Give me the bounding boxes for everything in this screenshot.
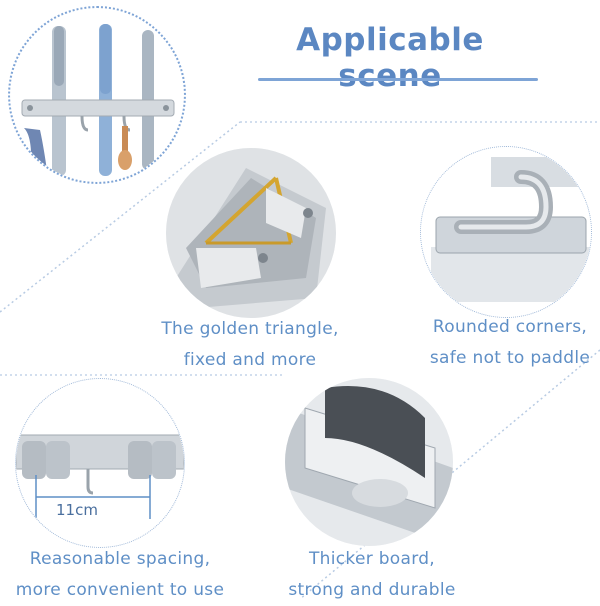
title-underline xyxy=(258,78,538,81)
caption-corners-line2: safe not to paddle xyxy=(429,348,591,368)
caption-thicker-board: Thicker board, strong and durable xyxy=(252,544,492,606)
caption-golden-triangle: The golden triangle, fixed and more xyxy=(130,314,370,376)
caption-spacing-line2: more convenient to use xyxy=(15,580,225,600)
caption-reasonable-spacing: Reasonable spacing, more convenient to u… xyxy=(0,544,240,606)
caption-board-line1: Thicker board, xyxy=(308,549,435,569)
detail-photo-thick-board xyxy=(285,378,453,546)
page-title: Applicable scene xyxy=(296,22,484,94)
caption-spacing-line1: Reasonable spacing, xyxy=(29,549,211,569)
caption-golden-line2: fixed and more xyxy=(183,350,317,370)
detail-photo-spacing xyxy=(15,378,185,548)
caption-golden-line1: The golden triangle, xyxy=(161,319,339,339)
detail-photo-rounded-hook xyxy=(420,146,592,318)
product-photo-mop-holder xyxy=(8,6,186,184)
detail-photo-golden-triangle xyxy=(166,148,336,318)
caption-corners-line1: Rounded corners, xyxy=(432,317,588,337)
caption-board-line2: strong and durable xyxy=(288,580,456,600)
spacing-measure-label: 11cm xyxy=(55,501,99,519)
caption-rounded-corners: Rounded corners, safe not to paddle xyxy=(400,312,600,374)
